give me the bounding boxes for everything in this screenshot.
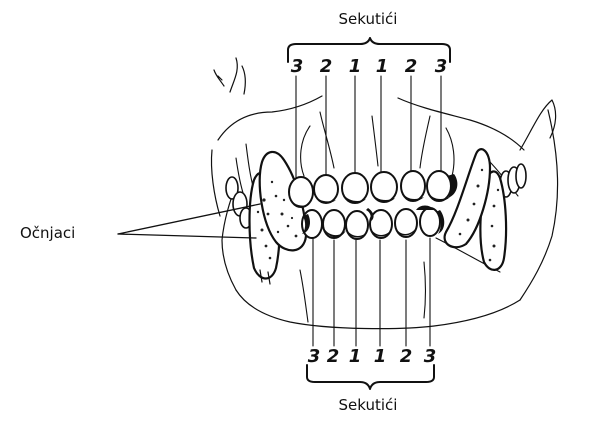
upper-incisor-shading <box>289 174 458 207</box>
lower-number-left-1: 1 <box>374 346 387 367</box>
upper-incisors <box>288 170 458 208</box>
upper-number-right-3: 3 <box>291 56 304 77</box>
canine-fossa-lines <box>300 125 455 177</box>
upper-incisor-right-1 <box>341 172 369 204</box>
lower-incisor-right-2 <box>322 209 346 239</box>
lower-incisors <box>301 205 445 240</box>
upper-incisor-numbers: 3 2 1 1 2 3 <box>291 56 448 77</box>
lower-number-right-1: 1 <box>349 346 362 367</box>
left-cheek-contour <box>210 149 221 217</box>
right-zygomatic-contour <box>519 99 557 151</box>
lower-number-right-2: 2 <box>327 346 340 367</box>
upper-incisor-left-1 <box>370 171 398 203</box>
right-canine-stipple <box>458 168 500 262</box>
upper-leader-lines <box>295 75 442 187</box>
left-canine-stipple <box>256 180 298 260</box>
midline-suture <box>371 115 379 167</box>
right-ramus-contour <box>519 109 559 301</box>
upper-incisor-left-2 <box>400 170 426 202</box>
lower-incisor-right-1 <box>345 210 369 240</box>
lower-leader-lines <box>312 237 431 347</box>
lower-incisor-left-1 <box>369 209 393 239</box>
bottom-brace <box>306 364 435 390</box>
lower-incisor-shading <box>302 205 445 238</box>
bottom-incisors-label: Sekutići <box>339 396 398 414</box>
canines-label: Očnjaci <box>20 224 75 242</box>
lower-incisor-right-3 <box>301 209 323 239</box>
incisor-root-outlines <box>319 111 431 169</box>
right-canines <box>443 148 508 271</box>
lower-number-left-2: 2 <box>400 346 413 367</box>
left-canines <box>248 150 308 285</box>
skull-outline <box>210 57 559 330</box>
top-incisors-label: Sekutići <box>339 10 398 28</box>
lower-number-left-3: 3 <box>424 346 437 367</box>
skull-upper-right-contour <box>397 97 525 151</box>
right-upper-canine <box>443 148 492 249</box>
lower-incisor-left-2 <box>394 208 418 238</box>
canine-pointer-lines <box>117 203 261 239</box>
upper-number-right-1: 1 <box>349 56 362 77</box>
nasal-hairline-marks <box>213 57 246 95</box>
left-jaw-contour <box>221 185 237 291</box>
mandible-lower-contour <box>235 289 521 330</box>
pointer-to-lower-canine <box>117 233 257 239</box>
left-molar-1 <box>225 176 239 200</box>
pointer-to-upper-canine <box>117 203 261 235</box>
lower-number-right-3: 3 <box>308 346 321 367</box>
upper-number-right-2: 2 <box>320 56 333 77</box>
left-canine-root-marks <box>259 269 271 285</box>
upper-incisor-right-2 <box>313 174 339 204</box>
lower-incisor-numbers: 3 2 1 1 2 3 <box>308 346 437 367</box>
upper-incisor-right-3 <box>288 176 314 208</box>
upper-number-left-1: 1 <box>376 56 389 77</box>
top-brace <box>287 37 451 63</box>
right-molar-4 <box>515 163 527 189</box>
upper-number-left-2: 2 <box>405 56 418 77</box>
lower-jaw-inner-lines <box>299 261 427 323</box>
upper-number-left-3: 3 <box>435 56 448 77</box>
skull-upper-left-contour <box>217 95 323 141</box>
